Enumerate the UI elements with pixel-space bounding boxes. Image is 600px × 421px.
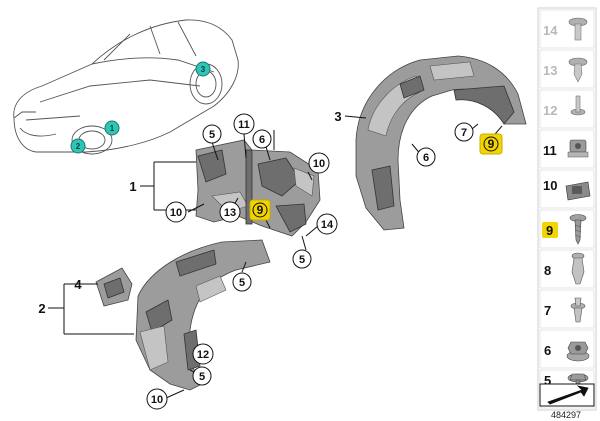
svg-text:9: 9: [488, 137, 495, 151]
legend-item-10[interactable]: 10: [539, 169, 595, 209]
svg-text:14: 14: [543, 23, 558, 38]
svg-text:11: 11: [238, 119, 250, 131]
car-marker-front-bumper[interactable]: 2: [70, 138, 86, 154]
callout-9-highlight-left[interactable]: 9: [249, 199, 271, 221]
callout-13[interactable]: 13: [219, 201, 241, 223]
svg-text:5: 5: [299, 254, 305, 266]
fastener-legend: 14 13 12 11: [537, 7, 597, 411]
continue-arrow-icon[interactable]: [539, 383, 595, 407]
svg-text:1: 1: [110, 124, 115, 133]
svg-text:7: 7: [544, 303, 551, 318]
svg-text:5: 5: [209, 129, 215, 141]
expanding-clip-icon: [570, 297, 586, 323]
legend-item-6[interactable]: 6: [539, 329, 595, 369]
svg-text:9: 9: [257, 203, 264, 217]
svg-text:5: 5: [544, 373, 551, 388]
svg-text:2: 2: [38, 301, 45, 316]
svg-text:6: 6: [259, 134, 265, 146]
spring-nut-icon: [567, 139, 589, 158]
svg-text:10: 10: [313, 158, 325, 170]
svg-text:1: 1: [129, 179, 136, 194]
clip-nut-icon: [565, 181, 591, 201]
svg-text:12: 12: [543, 103, 557, 118]
svg-text:12: 12: [197, 349, 209, 361]
svg-text:2: 2: [76, 142, 81, 151]
screw-icon: [569, 214, 587, 245]
hex-collar-nut-icon: [566, 341, 590, 362]
svg-text:3: 3: [334, 109, 341, 124]
legend-item-7[interactable]: 7: [539, 289, 595, 329]
legend-item-12[interactable]: 12: [539, 89, 595, 129]
vehicle-locator-illustration: [13, 19, 239, 155]
svg-text:9: 9: [546, 223, 553, 238]
plastic-rivet-icon: [570, 95, 586, 116]
callout-5-bottom[interactable]: 5: [192, 366, 212, 386]
callout-3[interactable]: 3: [334, 109, 341, 124]
car-marker-front-wheel[interactable]: 1: [104, 120, 120, 136]
legend-item-13[interactable]: 13: [539, 49, 595, 89]
callout-10-left[interactable]: 10: [165, 201, 187, 223]
callout-14[interactable]: 14: [316, 213, 338, 235]
callout-5-middle[interactable]: 5: [292, 249, 312, 269]
callout-11[interactable]: 11: [233, 113, 255, 135]
svg-text:6: 6: [423, 152, 429, 164]
callout-5-upper[interactable]: 5: [202, 124, 222, 144]
svg-text:13: 13: [224, 207, 236, 219]
callout-12[interactable]: 12: [192, 343, 214, 365]
callout-6-rear[interactable]: 6: [416, 147, 436, 167]
rear-wheel-arch-liner: [355, 55, 527, 231]
svg-text:10: 10: [151, 394, 163, 406]
front-wheel-arch-trim-upper: [195, 139, 321, 237]
callout-10-right[interactable]: 10: [308, 152, 330, 174]
svg-text:7: 7: [461, 127, 467, 139]
legend-item-8[interactable]: 8: [539, 249, 595, 289]
legend-item-9[interactable]: 9: [539, 209, 595, 249]
svg-text:10: 10: [170, 207, 182, 219]
svg-text:3: 3: [201, 65, 206, 74]
svg-text:4: 4: [74, 277, 82, 292]
callout-2[interactable]: 2: [38, 301, 45, 316]
svg-text:11: 11: [543, 143, 557, 158]
svg-text:8: 8: [544, 263, 551, 278]
callout-6-upper[interactable]: 6: [252, 129, 272, 149]
svg-text:6: 6: [544, 343, 551, 358]
callout-5-lower-liner[interactable]: 5: [232, 272, 252, 292]
callout-4[interactable]: 4: [74, 277, 82, 292]
svg-text:5: 5: [199, 371, 205, 383]
svg-text:10: 10: [543, 178, 557, 193]
svg-text:14: 14: [321, 219, 334, 231]
svg-text:5: 5: [239, 277, 245, 289]
push-rivet-icon: [568, 57, 588, 83]
callout-9-highlight-right[interactable]: 9: [479, 133, 503, 155]
spreader-rivet-icon: [571, 252, 585, 285]
document-number: 484297: [551, 410, 581, 420]
svg-text:13: 13: [543, 63, 557, 78]
callout-7[interactable]: 7: [454, 122, 474, 142]
callout-10-bottom[interactable]: 10: [146, 388, 168, 410]
car-marker-rear[interactable]: 3: [195, 61, 211, 77]
legend-item-11[interactable]: 11: [539, 129, 595, 169]
legend-item-14[interactable]: 14: [539, 9, 595, 49]
callout-1[interactable]: 1: [129, 179, 136, 194]
bracket-part: [95, 267, 133, 307]
expanding-rivet-icon: [568, 17, 588, 41]
